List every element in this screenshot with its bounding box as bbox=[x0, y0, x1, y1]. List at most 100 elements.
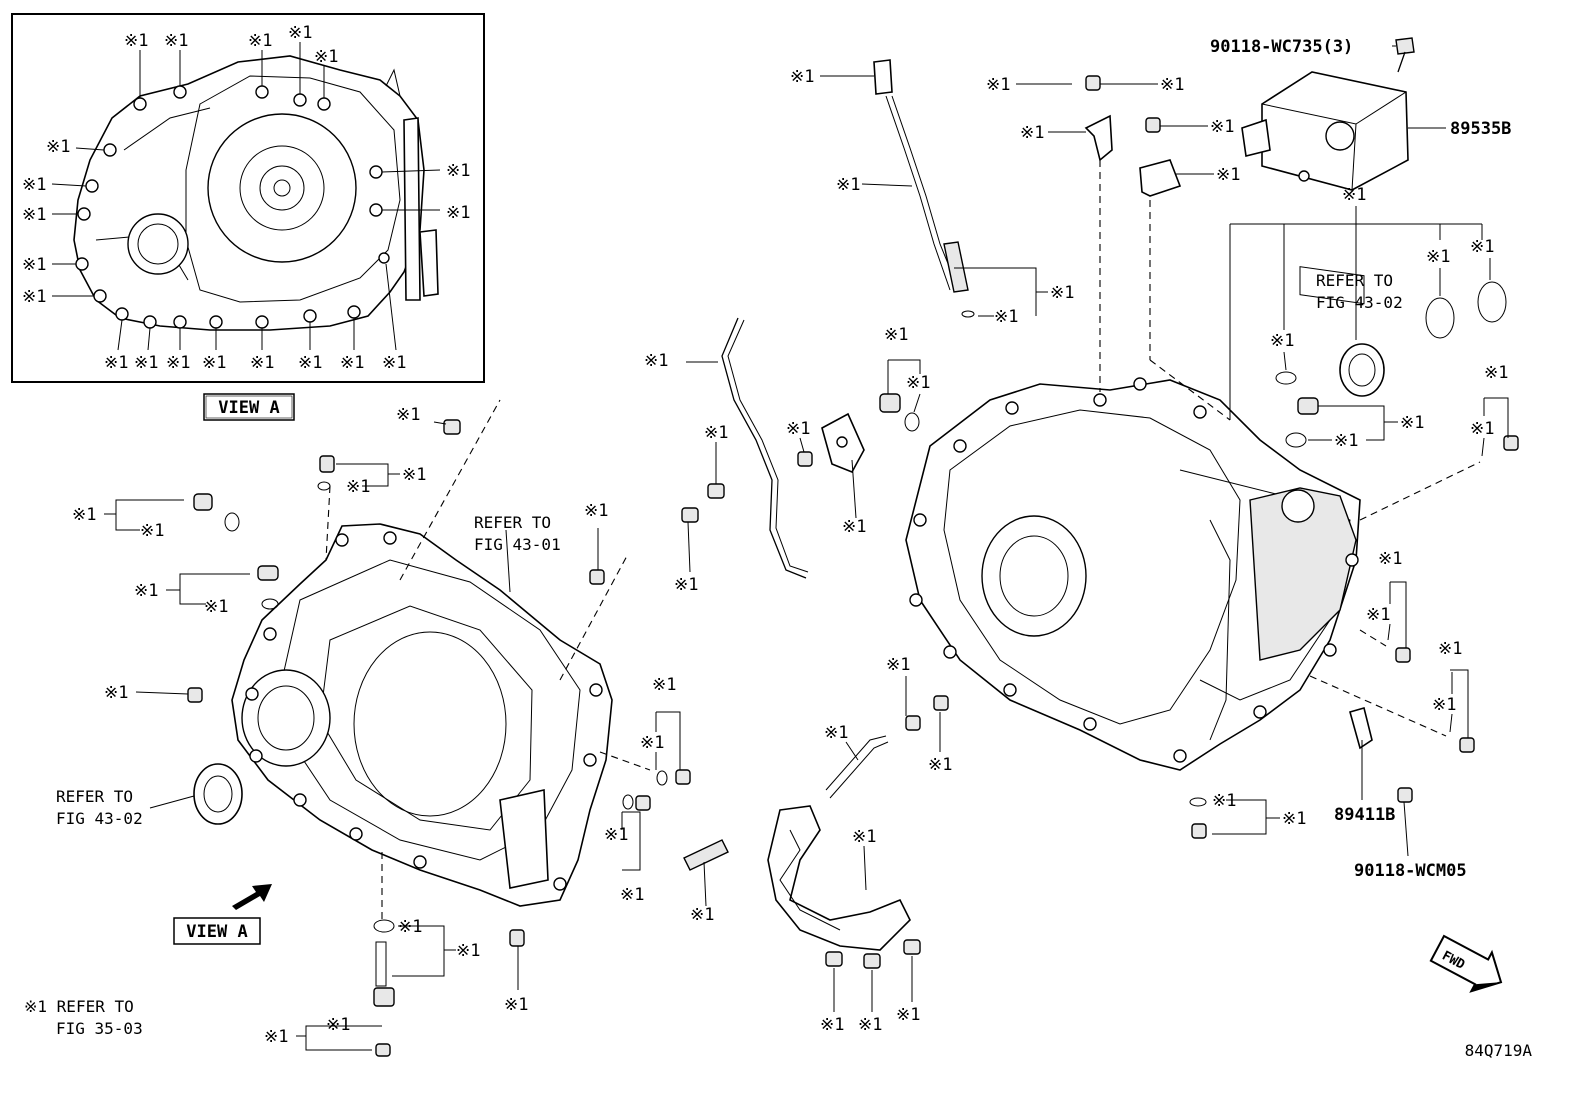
svg-text:※1: ※1 bbox=[1400, 413, 1424, 433]
svg-text:※1: ※1 bbox=[858, 1015, 882, 1035]
svg-text:FIG 43-02: FIG 43-02 bbox=[1316, 293, 1403, 312]
svg-text:※1: ※1 bbox=[884, 325, 908, 345]
oil-deflector bbox=[767, 805, 911, 951]
svg-text:※1: ※1 bbox=[928, 755, 952, 775]
svg-text:※1: ※1 bbox=[1366, 605, 1390, 625]
svg-text:※1: ※1 bbox=[896, 1005, 920, 1025]
svg-text:※1: ※1 bbox=[346, 477, 370, 497]
svg-text:※1: ※1 bbox=[1050, 283, 1074, 303]
svg-text:※1: ※1 bbox=[298, 353, 322, 373]
svg-text:※1: ※1 bbox=[140, 521, 164, 541]
svg-text:※1: ※1 bbox=[340, 353, 364, 373]
svg-text:FIG 43-02: FIG 43-02 bbox=[56, 809, 143, 828]
svg-text:REFER TO: REFER TO bbox=[1316, 271, 1393, 290]
leader-lines bbox=[104, 45, 1509, 1051]
svg-text:※1: ※1 bbox=[504, 995, 528, 1015]
part-number-labels: 90118-WC735(3) 89535B 89411B 90118-WCM05 bbox=[1210, 37, 1511, 881]
converter-housing bbox=[231, 523, 613, 907]
svg-text:※1: ※1 bbox=[604, 825, 628, 845]
part-number-90118-wcm05: 90118-WCM05 bbox=[1354, 861, 1467, 881]
svg-text:※1: ※1 bbox=[906, 373, 930, 393]
svg-text:※1: ※1 bbox=[1470, 419, 1494, 439]
svg-text:※1: ※1 bbox=[264, 1027, 288, 1047]
svg-text:※1: ※1 bbox=[382, 353, 406, 373]
svg-text:※1: ※1 bbox=[644, 351, 668, 371]
svg-text:※1: ※1 bbox=[134, 581, 158, 601]
svg-text:※1: ※1 bbox=[1426, 247, 1450, 267]
svg-text:※1: ※1 bbox=[22, 205, 46, 225]
svg-text:※1: ※1 bbox=[1270, 331, 1294, 351]
figure-id: 84Q719A bbox=[1465, 1041, 1533, 1060]
svg-text:※1: ※1 bbox=[250, 353, 274, 373]
svg-text:※1: ※1 bbox=[690, 905, 714, 925]
svg-text:※1: ※1 bbox=[398, 917, 422, 937]
breather-hose bbox=[721, 317, 809, 579]
svg-text:※1: ※1 bbox=[1432, 695, 1456, 715]
part-number-89535b: 89535B bbox=[1450, 119, 1511, 139]
svg-text:※1: ※1 bbox=[456, 941, 480, 961]
footnote-line-1: ※1 REFER TO bbox=[24, 997, 134, 1016]
svg-text:※1: ※1 bbox=[790, 67, 814, 87]
transaxle-case bbox=[905, 377, 1361, 771]
svg-text:※1: ※1 bbox=[1210, 117, 1234, 137]
view-a-callouts: ※1 ※1 ※1 ※1 ※1 ※1 ※1 ※1 ※1 ※1 ※1 ※1 ※1 ※… bbox=[22, 23, 470, 373]
brackets bbox=[375, 114, 1373, 987]
svg-text:※1: ※1 bbox=[652, 675, 676, 695]
baffle-plate bbox=[821, 412, 865, 474]
svg-text:VIEW A: VIEW A bbox=[218, 398, 279, 418]
svg-text:※1: ※1 bbox=[166, 353, 190, 373]
svg-text:※1: ※1 bbox=[842, 517, 866, 537]
alignment-lines bbox=[325, 160, 1481, 920]
svg-text:※1: ※1 bbox=[22, 255, 46, 275]
svg-text:※1: ※1 bbox=[1216, 165, 1240, 185]
svg-text:※1: ※1 bbox=[986, 75, 1010, 95]
side-seal-left bbox=[193, 763, 243, 825]
svg-text:※1: ※1 bbox=[640, 733, 664, 753]
svg-text:※1: ※1 bbox=[1282, 809, 1306, 829]
svg-text:※1: ※1 bbox=[1160, 75, 1184, 95]
svg-text:※1: ※1 bbox=[1334, 431, 1358, 451]
o-rings bbox=[224, 281, 1507, 933]
view-a-label-top: VIEW A bbox=[203, 393, 295, 421]
fwd-arrow: FWD bbox=[1429, 934, 1503, 993]
svg-text:※1: ※1 bbox=[584, 501, 608, 521]
svg-text:※1: ※1 bbox=[22, 175, 46, 195]
svg-text:※1: ※1 bbox=[134, 353, 158, 373]
svg-text:※1: ※1 bbox=[886, 655, 910, 675]
svg-text:※1: ※1 bbox=[202, 353, 226, 373]
svg-text:※1: ※1 bbox=[104, 353, 128, 373]
stud-bolt bbox=[683, 839, 729, 871]
svg-text:※1: ※1 bbox=[820, 1015, 844, 1035]
svg-text:※1: ※1 bbox=[824, 723, 848, 743]
svg-text:VIEW A: VIEW A bbox=[186, 922, 247, 942]
side-seal-right bbox=[1339, 343, 1385, 397]
svg-text:※1: ※1 bbox=[164, 31, 188, 51]
svg-text:※1: ※1 bbox=[674, 575, 698, 595]
svg-text:REFER TO: REFER TO bbox=[56, 787, 133, 806]
plugs-and-bolts bbox=[187, 75, 1519, 1057]
view-a-main-bore bbox=[207, 113, 357, 263]
svg-text:※1: ※1 bbox=[326, 1015, 350, 1035]
svg-text:※1: ※1 bbox=[994, 307, 1018, 327]
view-a-label-bottom: VIEW A bbox=[173, 917, 261, 945]
transmission-control-module bbox=[1241, 71, 1409, 305]
view-a-side-bore bbox=[127, 213, 189, 275]
svg-text:※1: ※1 bbox=[446, 203, 470, 223]
svg-text:REFER TO: REFER TO bbox=[474, 513, 551, 532]
svg-text:※1: ※1 bbox=[620, 885, 644, 905]
svg-text:※1: ※1 bbox=[402, 465, 426, 485]
main-callouts: ※1 ※1 ※1 ※1 ※1 ※1 ※1 ※1 ※1 ※1 ※1 ※1 ※1 ※… bbox=[72, 67, 1508, 1047]
svg-text:※1: ※1 bbox=[852, 827, 876, 847]
tcm-bolt bbox=[1395, 37, 1415, 73]
svg-text:※1: ※1 bbox=[104, 683, 128, 703]
svg-text:※1: ※1 bbox=[1470, 237, 1494, 257]
svg-text:※1: ※1 bbox=[1484, 363, 1508, 383]
view-a-leaders bbox=[51, 42, 441, 351]
svg-text:※1: ※1 bbox=[248, 31, 272, 51]
svg-text:※1: ※1 bbox=[72, 505, 96, 525]
svg-text:※1: ※1 bbox=[1438, 639, 1462, 659]
svg-text:※1: ※1 bbox=[124, 31, 148, 51]
svg-text:※1: ※1 bbox=[1212, 791, 1236, 811]
svg-text:FIG 43-01: FIG 43-01 bbox=[474, 535, 561, 554]
svg-text:※1: ※1 bbox=[22, 287, 46, 307]
